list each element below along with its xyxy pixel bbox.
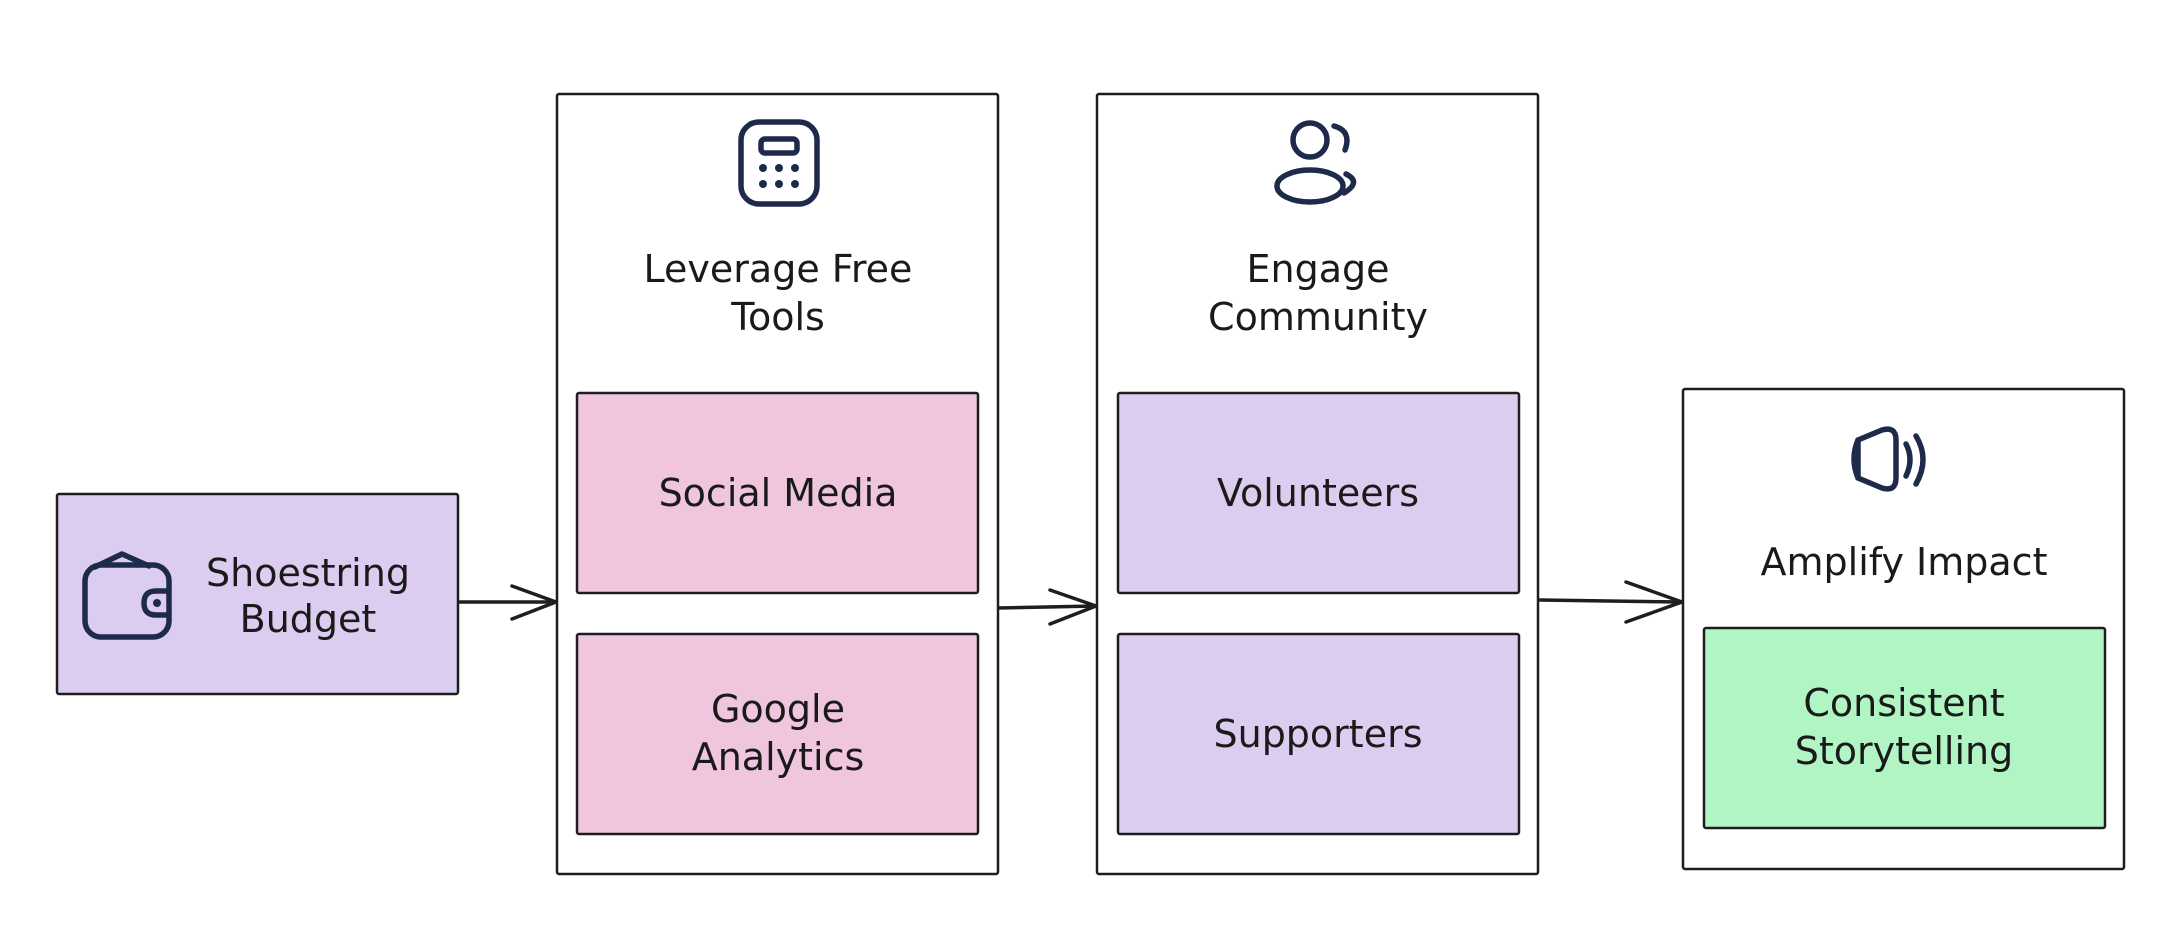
budget-label-line2: Budget — [240, 597, 377, 641]
tools-title-line1: Leverage Free — [644, 247, 913, 291]
wallet-icon — [82, 551, 172, 640]
community-title-line2: Community — [1208, 295, 1428, 339]
edge-tools-to-community — [996, 588, 1098, 626]
container-engage-community: Engage Community Volunteers Supporters — [1095, 92, 1540, 876]
storytelling-box — [1702, 626, 2107, 830]
social-media-label: Social Media — [659, 471, 898, 515]
volunteers-box — [1116, 391, 1521, 595]
container-leverage-free-tools: Leverage Free Tools Social Media Google … — [555, 92, 1000, 876]
budget-label-line1: Shoestring — [206, 551, 410, 595]
storytelling-label-line1: Consistent — [1803, 681, 2004, 725]
item-supporters: Supporters — [1116, 632, 1521, 836]
users-icon — [1274, 120, 1357, 205]
item-consistent-storytelling: Consistent Storytelling — [1702, 626, 2107, 830]
supporters-box — [1116, 632, 1521, 836]
speaker-icon — [1851, 426, 1926, 492]
edge-budget-to-tools — [458, 584, 558, 621]
google-analytics-box — [575, 632, 980, 836]
social-media-box — [575, 391, 980, 595]
edge-community-to-impact — [1538, 580, 1684, 624]
item-volunteers: Volunteers — [1116, 391, 1521, 595]
google-analytics-label-line2: Analytics — [692, 735, 865, 779]
impact-title: Amplify Impact — [1761, 540, 2048, 584]
tools-title-line2: Tools — [730, 295, 825, 339]
budget-box — [55, 492, 460, 696]
calculator-icon — [738, 119, 820, 207]
item-social-media: Social Media — [575, 391, 980, 595]
node-shoestring-budget: Shoestring Budget — [55, 492, 460, 696]
community-title-line1: Engage — [1246, 247, 1389, 291]
container-amplify-impact: Amplify Impact Consistent Storytelling — [1681, 387, 2126, 871]
supporters-label: Supporters — [1213, 712, 1422, 756]
storytelling-label-line2: Storytelling — [1795, 729, 2014, 773]
volunteers-label: Volunteers — [1217, 471, 1419, 515]
google-analytics-label-line1: Google — [711, 687, 845, 731]
item-google-analytics: Google Analytics — [575, 632, 980, 836]
